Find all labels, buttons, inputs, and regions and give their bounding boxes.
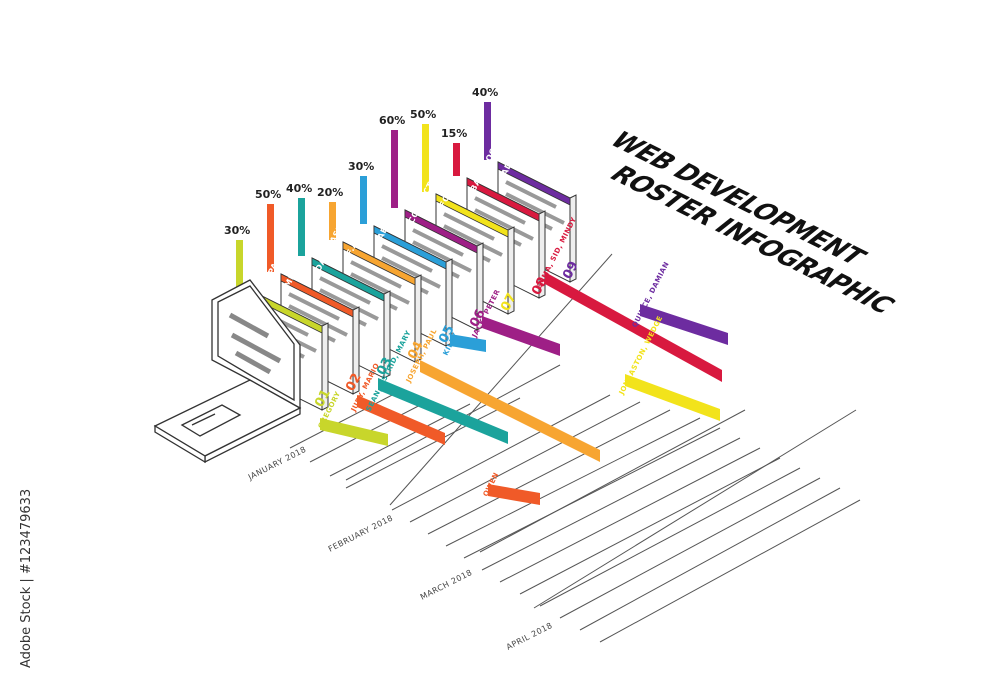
infographic-title: WEB DEVELOPMENT ROSTER INFOGRAPHIC <box>602 128 900 318</box>
screen-number: 09 <box>560 259 582 282</box>
screen-stack: ADMIN ACCESS0940%BACKDOOR0815%FORM0750%C… <box>224 86 582 411</box>
screen-content-line <box>381 244 433 273</box>
month-label-february: FEBRUARY 2018 <box>327 513 395 553</box>
screen-content-line <box>474 208 534 241</box>
screen-content-line <box>288 292 340 321</box>
percent-bar <box>391 130 398 208</box>
task-bar <box>488 484 540 505</box>
screen-content-line <box>381 256 441 289</box>
screen-content-line <box>288 304 348 337</box>
screen-number: 01 <box>312 387 334 410</box>
screen-content-line <box>443 224 503 257</box>
screen-edge <box>507 226 515 315</box>
percent-bar <box>298 198 305 256</box>
screen-content-line <box>319 288 379 321</box>
task-bars <box>320 272 728 505</box>
task-bar <box>482 316 560 356</box>
percent-label: 60% <box>379 114 405 127</box>
grid-line <box>445 417 701 547</box>
grid-line <box>479 409 746 553</box>
percent-bar <box>453 143 460 176</box>
grid-line <box>559 477 821 619</box>
month-label-march: MARCH 2018 <box>419 568 474 602</box>
grid-line <box>345 397 521 489</box>
percent-bar <box>484 102 491 160</box>
percent-bar <box>329 202 336 240</box>
task-bar <box>640 304 728 345</box>
grid-line <box>345 364 561 481</box>
percent-bar <box>360 176 367 224</box>
screen-tab-bar <box>466 177 540 222</box>
grid-line <box>499 447 761 583</box>
task-bar <box>357 395 445 445</box>
grid-line <box>481 437 741 571</box>
screen-tab-bar <box>280 273 354 318</box>
task-bar <box>320 418 388 446</box>
percent-label: 30% <box>224 224 250 237</box>
month-label-april: APRIL 2018 <box>505 621 554 652</box>
screen-tab-bar <box>311 257 385 302</box>
grid-line <box>533 409 857 609</box>
percent-label: 15% <box>441 127 467 140</box>
screen-number: 04 <box>405 339 427 362</box>
screen-content-line <box>350 260 402 289</box>
screen-number: 03 <box>374 355 396 378</box>
percent-label: 50% <box>255 188 281 201</box>
stock-id-label: Adobe Stock | #123479633 <box>19 489 34 668</box>
task-bar <box>625 374 720 421</box>
task-bar <box>545 272 722 382</box>
grid-line <box>463 427 721 559</box>
screen-edge <box>321 322 329 411</box>
timeline-grid <box>289 253 861 643</box>
month-label-january: JANUARY 2018 <box>246 445 308 482</box>
screen-tab-bar <box>404 209 478 254</box>
screen-edge <box>414 274 422 363</box>
task-bar <box>420 360 600 462</box>
percent-label: 50% <box>410 108 436 121</box>
screen-label: ADMIN ACCESS <box>500 107 542 177</box>
screen-content-line <box>412 240 472 273</box>
screen-content-line <box>412 228 464 257</box>
screen-content-line <box>505 180 557 209</box>
percent-bar <box>422 124 429 192</box>
percent-label: 40% <box>286 182 312 195</box>
screen-content-line <box>350 272 410 305</box>
grid-line <box>391 394 611 511</box>
percent-label: 20% <box>317 186 343 199</box>
grid-line <box>519 457 781 595</box>
screen-edge <box>383 290 391 379</box>
grid-line <box>427 409 671 535</box>
screen-number: 02 <box>343 371 365 394</box>
screen-content-line <box>319 276 371 305</box>
screen-tab-bar <box>373 225 447 270</box>
screen-edge <box>569 194 577 283</box>
screen-content-line <box>443 212 495 241</box>
laptop-icon <box>153 279 302 464</box>
screen-tab-bar <box>342 241 416 286</box>
task-bar <box>450 334 486 352</box>
percent-bar <box>267 204 274 272</box>
grid-line <box>409 401 641 523</box>
percent-label: 40% <box>472 86 498 99</box>
screen-tab-bar <box>435 193 509 238</box>
screen-content-line <box>505 192 565 225</box>
grid-line <box>599 499 861 643</box>
grid-line <box>539 467 801 607</box>
percent-label: 30% <box>348 160 374 173</box>
grid-line <box>289 391 399 449</box>
percent-bar <box>236 240 243 288</box>
screen-edge <box>538 210 546 299</box>
grid-line <box>579 487 841 631</box>
task-bar <box>378 378 508 444</box>
screen-number: 07 <box>498 291 520 314</box>
screen-edge <box>352 306 360 395</box>
screen-content-line <box>474 196 526 225</box>
screen-tab-bar <box>497 161 571 206</box>
